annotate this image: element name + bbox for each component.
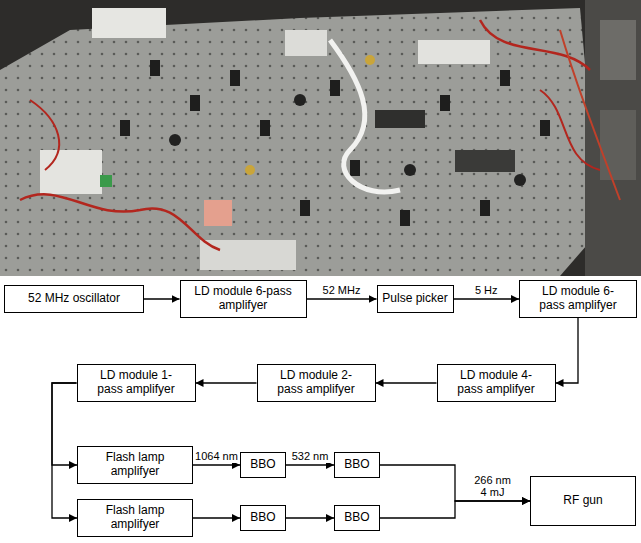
- instrument-box: [92, 8, 166, 38]
- box-label: BBO: [344, 458, 369, 472]
- signal-arrow: [307, 298, 377, 299]
- optic-mount: [500, 70, 510, 86]
- signal-label: 52 MHz: [321, 284, 363, 297]
- signal-arrow: [286, 517, 334, 518]
- cable: [30, 100, 59, 170]
- signal-arrow: [193, 464, 240, 465]
- indicator: [100, 175, 112, 187]
- cable: [540, 90, 600, 170]
- amplifier-head: [375, 110, 425, 128]
- optic-mount: [230, 70, 240, 86]
- optic-mount: [120, 120, 130, 136]
- lens-mount: [169, 134, 181, 146]
- box-label: BBO: [250, 511, 275, 525]
- optic-mount: [330, 80, 340, 96]
- instrument-box: [200, 240, 296, 270]
- box-label: LD module 4-pass amplifyer: [448, 369, 545, 397]
- box-label: BBO: [250, 458, 275, 472]
- crystal-box: BBO: [334, 452, 380, 478]
- signal-arrow: [52, 383, 77, 465]
- optic-mount: [260, 120, 270, 136]
- amplifier-box: LD module 6-pass amplifyer: [180, 280, 307, 318]
- box-label: LD module 1-pass amplifyer: [88, 369, 185, 397]
- signal-arrow: [380, 501, 530, 518]
- optic-mount: [400, 210, 410, 226]
- signal-arrow: [144, 298, 180, 299]
- box-label: LD module 6-pass amplifyer: [193, 285, 294, 313]
- signal-arrow: [196, 382, 257, 383]
- optic-mount: [190, 95, 200, 111]
- flash-lamp-box: Flash lamp amplifyer: [77, 446, 193, 484]
- lens-mount: [514, 174, 526, 186]
- flash-lamp-box: Flash lamp amplifyer: [77, 499, 193, 537]
- instrument-box: [285, 30, 327, 56]
- signal-arrow: [376, 382, 437, 383]
- amplifier-head: [455, 150, 515, 172]
- box-label: Flash lamp amplifyer: [89, 451, 181, 479]
- box-label: BBO: [344, 511, 369, 525]
- amplifier-box: LD module 2-pass amplifyer: [257, 364, 376, 402]
- rack-unit: [600, 20, 636, 80]
- cable: [330, 40, 400, 192]
- instrument-box: [40, 150, 102, 194]
- optic-mount: [540, 120, 550, 136]
- box-label: LD module 2-pass amplifyer: [268, 369, 365, 397]
- laser-card: [204, 200, 232, 226]
- cable: [560, 30, 620, 200]
- instrument-box: [418, 40, 490, 64]
- lens-mount: [294, 94, 306, 106]
- signal-label: 5 Hz: [473, 284, 500, 297]
- box-label: LD module 6-pass amplifyer: [530, 285, 626, 313]
- cable: [480, 20, 590, 70]
- crystal-box: BBO: [240, 505, 286, 531]
- brass-knob: [365, 55, 375, 65]
- oscillator-box: 52 MHz oscillator: [4, 285, 144, 313]
- lens-mount: [404, 164, 416, 176]
- optic-mount: [480, 200, 490, 216]
- signal-label: 532 nm: [290, 450, 331, 463]
- laser-table-photo: [0, 0, 641, 276]
- crystal-box: BBO: [334, 505, 380, 531]
- box-label: 52 MHz oscillator: [28, 292, 120, 306]
- signal-arrow: [286, 464, 334, 465]
- amplifier-box: LD module 4-pass amplifyer: [437, 364, 556, 402]
- brass-knob: [245, 165, 255, 175]
- photo-background: [0, 0, 641, 276]
- rack-unit: [600, 110, 636, 180]
- amplifier-box: LD module 1-pass amplifyer: [77, 364, 196, 402]
- signal-label: 1064 nm: [193, 450, 240, 463]
- signal-arrow: [454, 298, 520, 299]
- pulse-picker-box: Pulse picker: [377, 285, 454, 313]
- signal-arrow: [52, 383, 77, 518]
- signal-arrow: [556, 318, 579, 383]
- optic-mount: [350, 160, 360, 176]
- cable: [20, 194, 220, 250]
- signal-arrow: [380, 465, 530, 501]
- optical-table: [0, 8, 600, 276]
- signal-arrow: [193, 517, 240, 518]
- box-label: RF gun: [563, 494, 602, 508]
- amplifier-box: LD module 6-pass amplifyer: [519, 280, 637, 318]
- optic-mount: [440, 95, 450, 111]
- rf-gun-box: RF gun: [530, 476, 636, 526]
- crystal-box: BBO: [240, 452, 286, 478]
- box-label: Flash lamp amplifyer: [89, 504, 181, 532]
- optic-mount: [300, 200, 310, 216]
- signal-label: 266 nm 4 mJ: [469, 474, 517, 499]
- box-label: Pulse picker: [382, 292, 447, 306]
- optic-mount: [150, 60, 160, 76]
- equipment-rack: [585, 0, 641, 276]
